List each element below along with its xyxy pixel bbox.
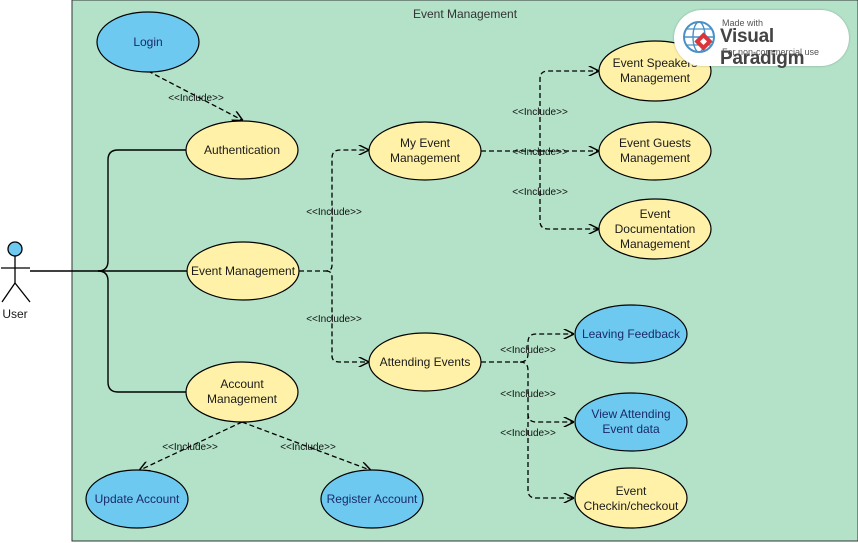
svg-text:Authentication: Authentication: [204, 143, 280, 157]
svg-text:Register Account: Register Account: [327, 492, 418, 506]
watermark-note: For non-commercial use: [722, 47, 820, 57]
svg-text:Event: Event: [616, 484, 647, 498]
usecase-event-guests-management[interactable]: Event Guests Management: [598, 121, 712, 181]
svg-text:Account: Account: [220, 377, 264, 391]
svg-text:Event Guests: Event Guests: [619, 136, 691, 150]
svg-text:Event: Event: [640, 207, 671, 221]
usecase-event-management[interactable]: Event Management: [186, 241, 300, 301]
actor-label: User: [2, 307, 27, 321]
usecase-login[interactable]: Login: [96, 11, 200, 73]
usecase-attending-events[interactable]: Attending Events: [368, 332, 482, 392]
svg-text:Event Management: Event Management: [191, 264, 296, 278]
svg-text:Event data: Event data: [602, 422, 660, 436]
svg-text:Login: Login: [133, 35, 162, 49]
svg-text:Management: Management: [620, 151, 691, 165]
include-labels: <<Include>> <<Include>> <<Include>> <<In…: [162, 93, 568, 453]
usecase-account-management[interactable]: Account Management: [185, 361, 299, 423]
include-label: <<Include>>: [500, 345, 556, 356]
system-title: Event Management: [413, 7, 518, 21]
include-label: <<Include>>: [306, 314, 362, 325]
include-label: <<Include>>: [512, 147, 568, 158]
visual-paradigm-watermark: Made with Visual Paradigm For non-commer…: [674, 10, 849, 69]
include-label: <<Include>>: [306, 207, 362, 218]
include-label: <<Include>>: [162, 442, 218, 453]
svg-text:Management: Management: [207, 392, 278, 406]
svg-text:Management: Management: [620, 71, 691, 85]
usecase-register-account[interactable]: Register Account: [320, 469, 424, 529]
svg-text:My Event: My Event: [400, 136, 451, 150]
usecase-my-event-management[interactable]: My Event Management: [368, 121, 482, 181]
svg-text:Leaving Feedback: Leaving Feedback: [582, 327, 681, 341]
include-label: <<Include>>: [512, 187, 568, 198]
svg-text:View Attending: View Attending: [591, 407, 670, 421]
globe-icon: [683, 21, 715, 53]
usecase-event-documentation-management[interactable]: Event Documentation Management: [598, 198, 712, 260]
watermark-brand: Visual Paradigm: [720, 26, 805, 69]
include-label: <<Include>>: [512, 107, 568, 118]
include-connectors: [140, 71, 598, 498]
include-label: <<Include>>: [500, 389, 556, 400]
svg-text:Documentation: Documentation: [615, 222, 696, 236]
svg-text:Management: Management: [390, 151, 461, 165]
svg-text:Management: Management: [620, 237, 691, 251]
svg-text:Update Account: Update Account: [95, 492, 180, 506]
actor-user[interactable]: User: [1, 241, 31, 321]
svg-text:Checkin/checkout: Checkin/checkout: [584, 499, 679, 513]
include-label: <<Include>>: [500, 428, 556, 439]
include-label: <<Include>>: [280, 442, 336, 453]
usecase-authentication[interactable]: Authentication: [185, 120, 299, 180]
include-label: <<Include>>: [168, 93, 224, 104]
usecase-view-attending-event-data[interactable]: View Attending Event data: [574, 392, 688, 452]
usecase-update-account[interactable]: Update Account: [85, 469, 189, 529]
usecase-event-checkin-checkout[interactable]: Event Checkin/checkout: [574, 467, 688, 529]
actor-head: [7, 241, 23, 257]
actor-associations: [30, 149, 188, 393]
watermark-made-with: Made with: [722, 18, 764, 28]
usecase-leaving-feedback[interactable]: Leaving Feedback: [574, 304, 688, 364]
svg-text:Attending Events: Attending Events: [380, 355, 471, 369]
svg-text:Event Speakers: Event Speakers: [613, 56, 698, 70]
